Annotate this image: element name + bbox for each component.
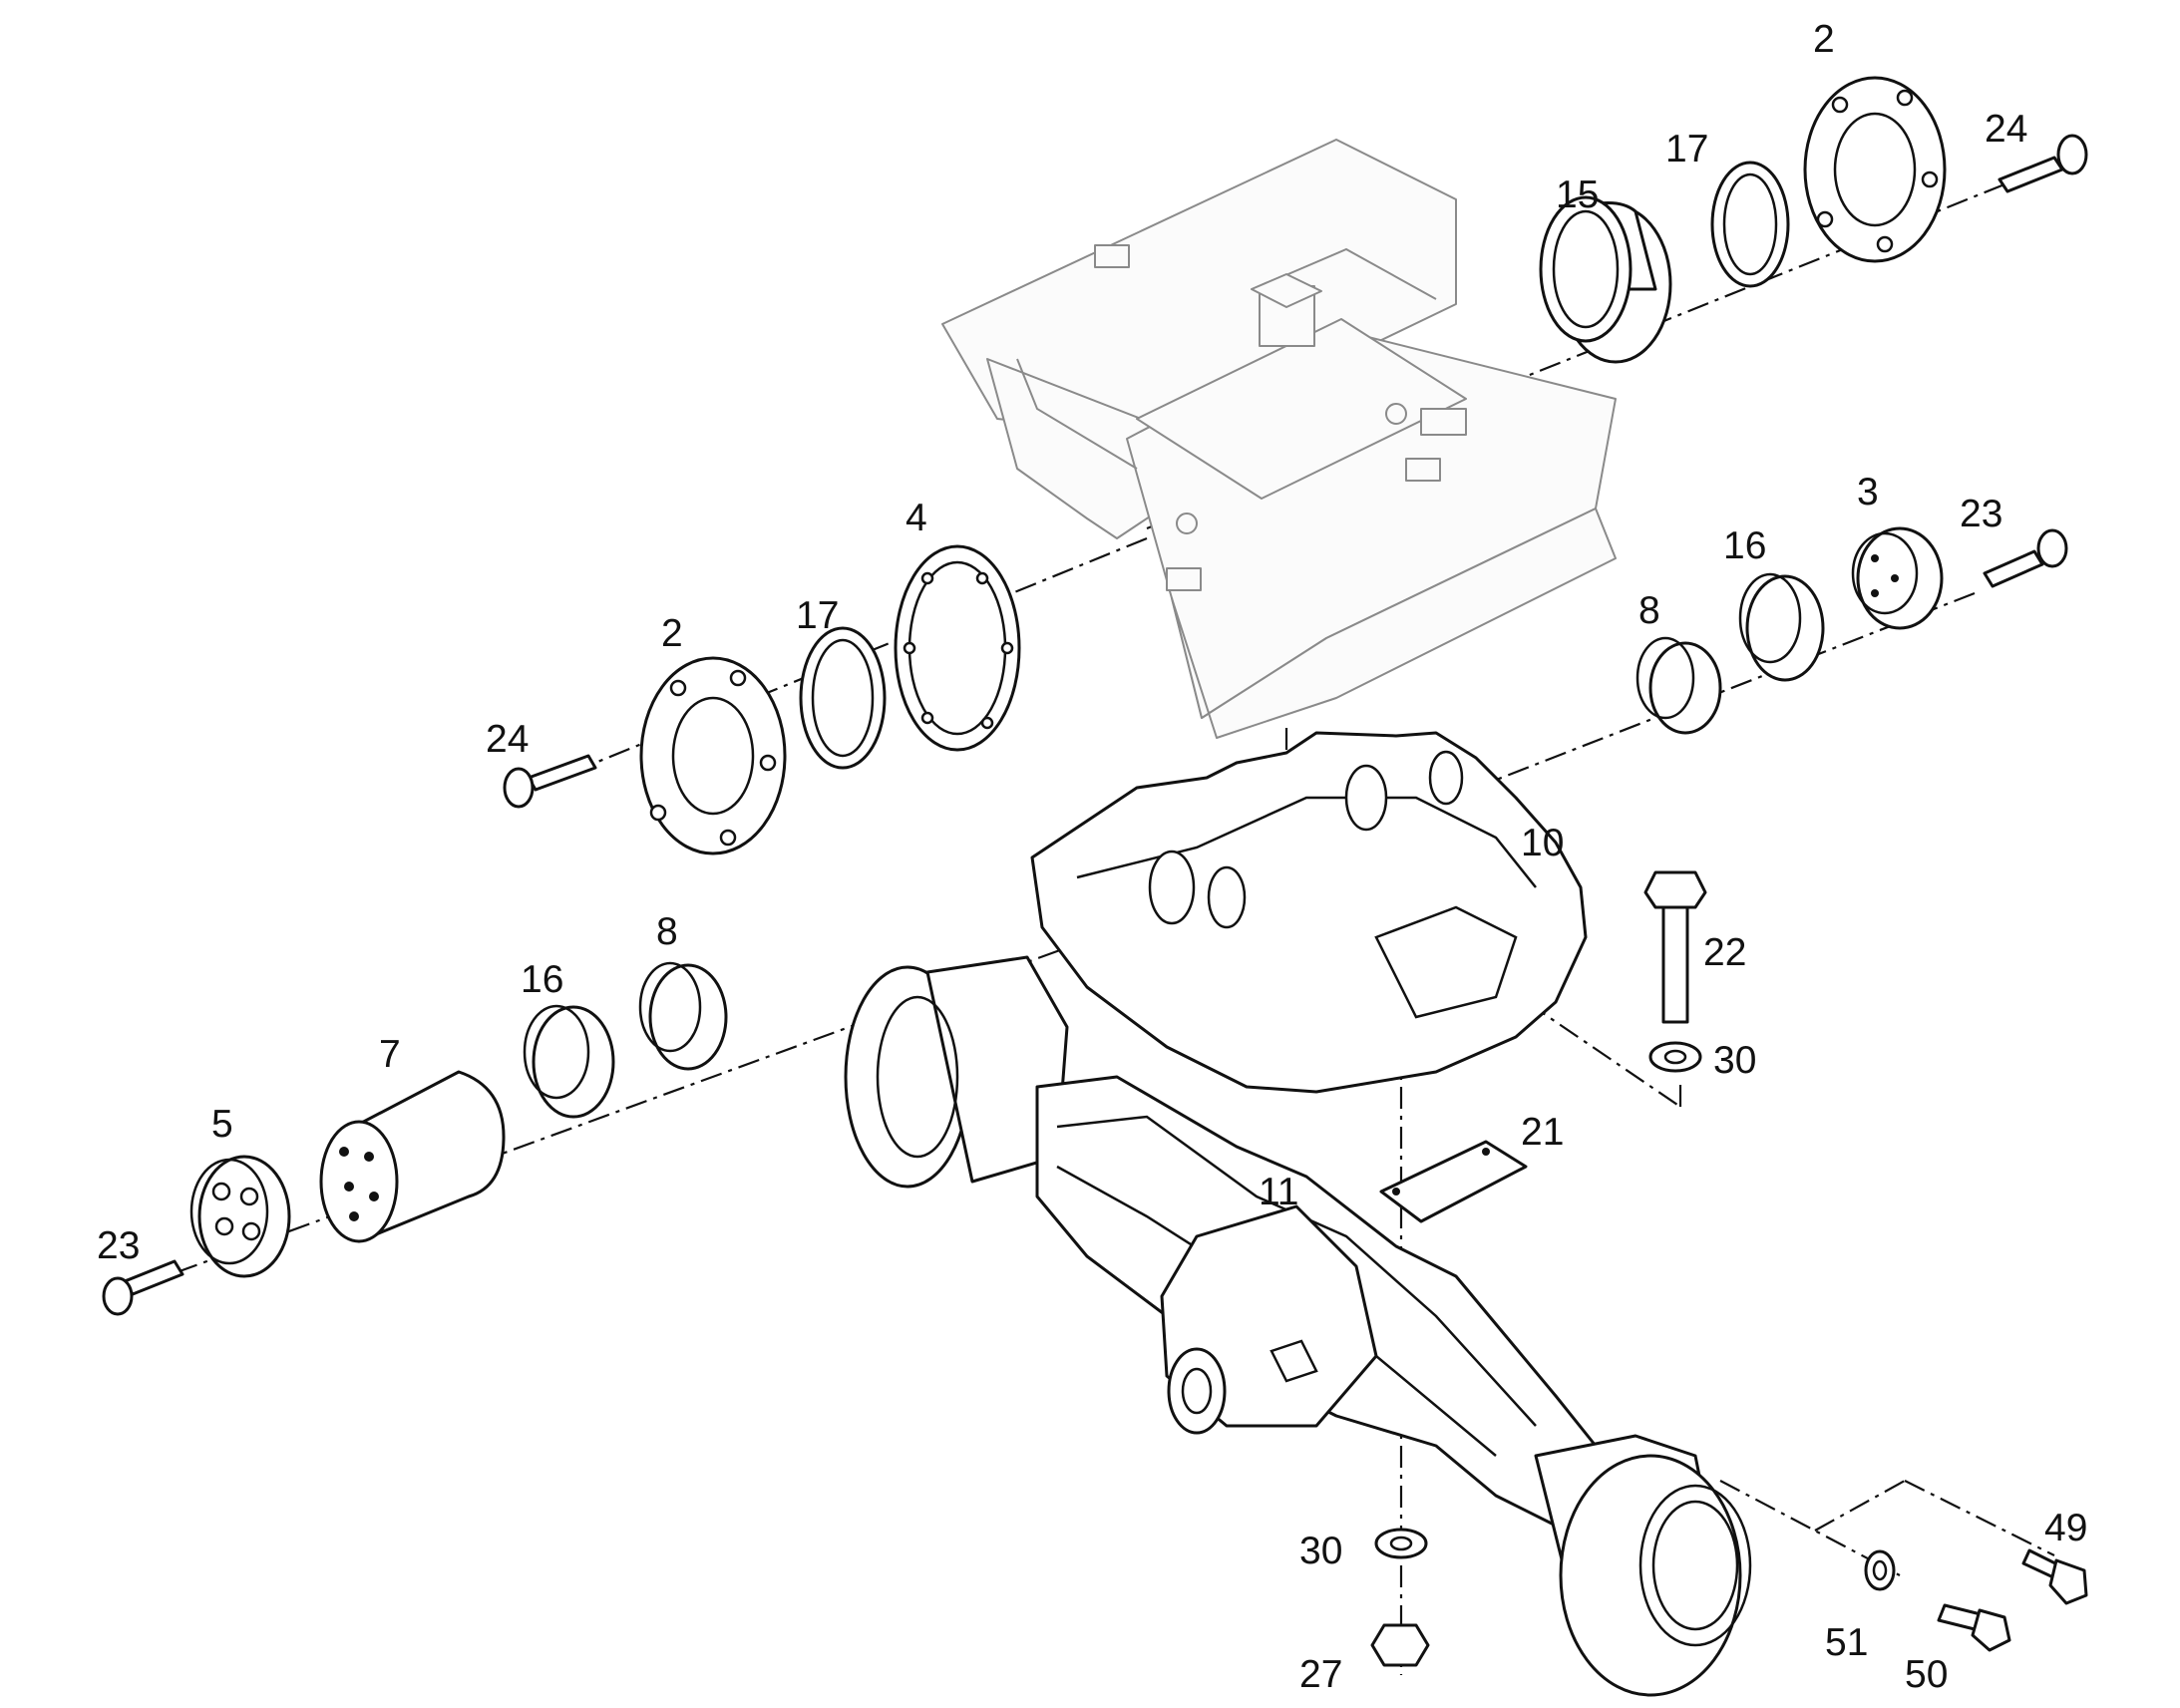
callout-17-left: 17 xyxy=(796,594,839,637)
vehicle-frame xyxy=(941,139,1617,739)
washer-30-right xyxy=(1648,1041,1702,1073)
callout-17-top: 17 xyxy=(1665,128,1708,171)
nut-27 xyxy=(1370,1623,1430,1667)
callout-27: 27 xyxy=(1299,1653,1342,1696)
bolt-24-top xyxy=(1998,134,2088,193)
bushing-8-left xyxy=(638,961,728,1071)
callout-16-left: 16 xyxy=(521,958,563,1001)
callout-7: 7 xyxy=(379,1033,401,1076)
callout-23-left: 23 xyxy=(97,1224,140,1267)
bushing-16-left xyxy=(523,1004,615,1119)
ring-17-left xyxy=(799,626,887,770)
flange-2-left xyxy=(639,656,787,855)
washer-51 xyxy=(1864,1549,1896,1591)
bolt-24-left xyxy=(503,754,597,809)
callout-23-right: 23 xyxy=(1960,493,2002,535)
bushing-16-right xyxy=(1738,572,1825,682)
callout-labels: 2 17 24 15 4 2 17 24 3 23 16 8 10 22 30 … xyxy=(97,18,2087,1696)
axle-11 xyxy=(844,955,1752,1697)
bolt-23-left xyxy=(102,1259,184,1316)
cap-5 xyxy=(189,1155,291,1278)
callout-16-right: 16 xyxy=(1723,524,1766,567)
callout-4: 4 xyxy=(906,497,927,539)
callout-2-top: 2 xyxy=(1813,18,1835,61)
bolt-50 xyxy=(1937,1603,2011,1652)
callout-30-right: 30 xyxy=(1713,1039,1756,1082)
callout-8-right: 8 xyxy=(1638,589,1660,632)
callout-24-left: 24 xyxy=(486,718,529,761)
bushing-8-right xyxy=(1635,636,1722,735)
bolt-23-right xyxy=(1983,528,2068,588)
callout-5: 5 xyxy=(211,1103,233,1146)
callout-50: 50 xyxy=(1905,1653,1948,1696)
callout-49: 49 xyxy=(2044,1507,2087,1549)
bolt-22 xyxy=(1643,870,1707,1024)
callout-22: 22 xyxy=(1703,931,1746,974)
pin-7 xyxy=(319,1070,506,1243)
ring-17-top xyxy=(1710,161,1790,288)
callout-21: 21 xyxy=(1521,1111,1564,1154)
gasket-4 xyxy=(894,544,1021,752)
callout-11: 11 xyxy=(1259,1171,1299,1213)
bolt-49 xyxy=(2021,1548,2088,1605)
callout-15: 15 xyxy=(1556,173,1599,216)
washer-30-bottom xyxy=(1374,1528,1428,1559)
callout-51: 51 xyxy=(1825,1621,1868,1664)
callout-10: 10 xyxy=(1521,822,1564,864)
callout-8-left: 8 xyxy=(656,910,678,953)
bearing-15 xyxy=(1539,195,1672,364)
plate-21 xyxy=(1379,1140,1528,1223)
callout-30-bottom: 30 xyxy=(1299,1530,1342,1572)
cap-3 xyxy=(1851,526,1944,630)
flange-2-top xyxy=(1803,76,1947,263)
callout-2-left: 2 xyxy=(661,612,683,655)
callout-3: 3 xyxy=(1857,471,1879,513)
carrier-10 xyxy=(1030,731,1588,1094)
callout-24-top: 24 xyxy=(1985,108,2027,151)
